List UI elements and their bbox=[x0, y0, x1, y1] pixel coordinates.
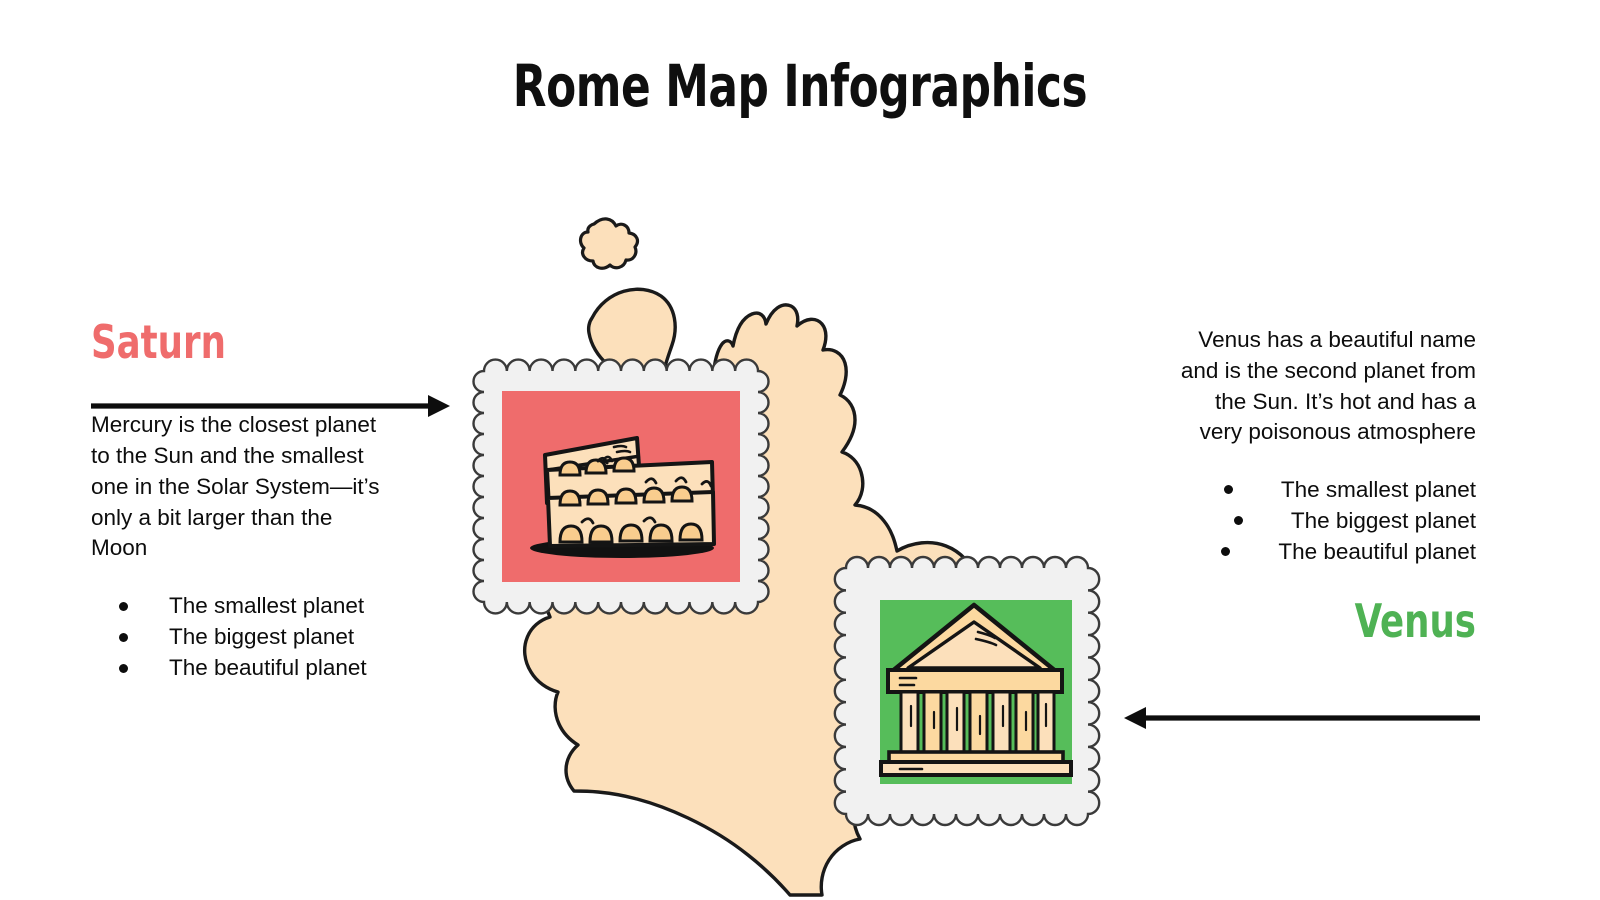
right-panel-paragraph: Venus has a beautiful name and is the se… bbox=[1180, 327, 1476, 445]
map-main-landmass bbox=[522, 287, 1090, 897]
list-item: The biggest planet bbox=[91, 621, 451, 652]
colosseum-icon bbox=[530, 436, 716, 558]
bullet-dot-icon bbox=[1221, 547, 1231, 557]
right-arrow-spacer bbox=[1176, 645, 1476, 689]
list-item-label: The biggest planet bbox=[1290, 508, 1476, 534]
pantheon-temple-icon bbox=[879, 602, 1073, 777]
list-item: The smallest planet bbox=[1176, 474, 1476, 505]
bullet-dot-icon bbox=[1233, 516, 1243, 526]
left-panel-paragraph: Mercury is the closest planet to the Sun… bbox=[91, 412, 380, 561]
stamp-pantheon[interactable] bbox=[833, 555, 1101, 827]
bullet-dot-icon bbox=[1223, 485, 1233, 495]
list-item-label: The beautiful planet bbox=[169, 655, 367, 681]
list-item-label: The smallest planet bbox=[1280, 477, 1476, 503]
list-item: The beautiful planet bbox=[1176, 536, 1476, 567]
page-title: Rome Map Infographics bbox=[512, 52, 1088, 120]
list-item: The smallest planet bbox=[91, 590, 451, 621]
left-info-panel: Saturn Mercury is the closest planet to … bbox=[91, 318, 451, 683]
left-panel-heading: Saturn bbox=[91, 315, 226, 369]
list-item-label: The beautiful planet bbox=[1278, 539, 1476, 565]
right-info-panel: Venus has a beautiful name and is the se… bbox=[1176, 325, 1476, 689]
arrow-left-icon bbox=[1124, 707, 1480, 729]
list-item: The beautiful planet bbox=[91, 652, 451, 683]
stamp-colosseum-panel bbox=[502, 391, 740, 582]
right-panel-bullet-list: The smallest planet The biggest planet T… bbox=[1176, 474, 1476, 567]
left-arrow-spacer bbox=[91, 366, 451, 410]
stamp-colosseum[interactable] bbox=[472, 358, 770, 615]
map-island-north bbox=[578, 217, 640, 270]
left-panel-bullet-list: The smallest planet The biggest planet T… bbox=[91, 590, 451, 683]
stamp-pantheon-panel bbox=[880, 600, 1072, 784]
list-item-label: The biggest planet bbox=[169, 624, 355, 650]
right-panel-heading: Venus bbox=[1354, 594, 1476, 649]
list-item-label: The smallest planet bbox=[169, 593, 365, 619]
list-item: The biggest planet bbox=[1176, 505, 1476, 536]
